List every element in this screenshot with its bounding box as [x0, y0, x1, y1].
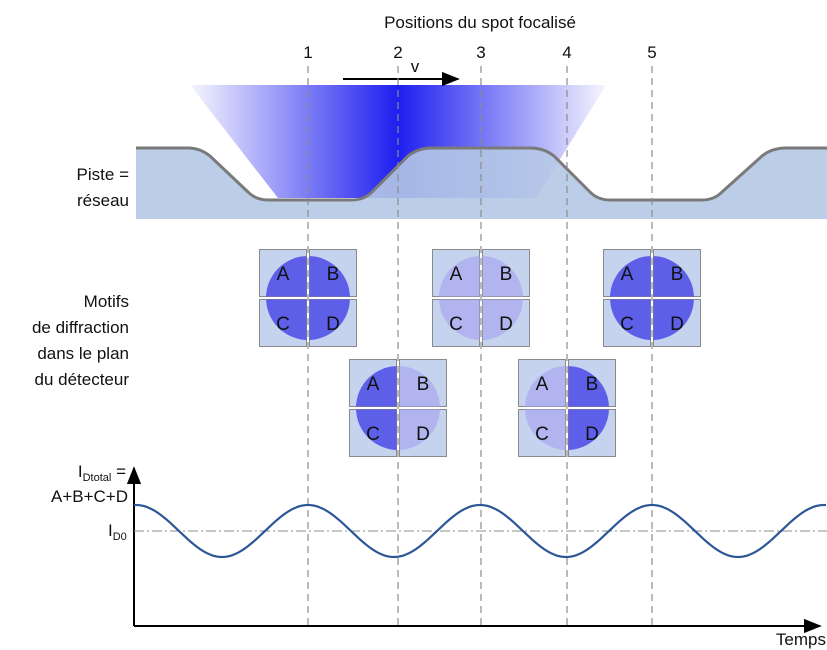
position-numbers: 1 2 3 4 5: [303, 43, 656, 62]
quadrant-label: B: [417, 374, 430, 395]
track-label-line2: réseau: [77, 191, 129, 210]
patterns-label-line1: Motifs: [84, 292, 129, 311]
position-number: 1: [303, 43, 312, 62]
quadrant-label: B: [671, 264, 684, 285]
y-axis-label: IDtotal =: [78, 462, 126, 484]
quadrant-label: B: [500, 264, 513, 285]
quadrant-label: D: [326, 314, 340, 335]
quadrant-label: C: [276, 314, 290, 335]
diffraction-pattern: A B C D: [349, 359, 447, 457]
track-label-line1: Piste =: [77, 165, 130, 184]
quadrant-label: A: [536, 374, 549, 395]
position-guides: [307, 66, 653, 625]
quadrant-label: D: [416, 424, 430, 445]
quadrant-label: C: [620, 314, 634, 335]
y-label-sub: Dtotal: [83, 472, 112, 484]
ref-label-main: I: [108, 521, 113, 540]
quadrant-label: C: [366, 424, 380, 445]
patterns-label-line2: de diffraction: [32, 318, 129, 337]
signal-curve: [133, 503, 827, 559]
quadrant-label: D: [499, 314, 513, 335]
quadrant-label: D: [585, 424, 599, 445]
y-label-main: I: [78, 462, 83, 481]
y-label-eq: =: [111, 462, 126, 481]
diffraction-pattern: A B C D: [603, 249, 701, 347]
ref-label-sub: D0: [113, 531, 127, 543]
diffraction-pattern: A B C D: [432, 249, 530, 347]
quadrant-label: A: [621, 264, 634, 285]
quadrant-label: C: [535, 424, 549, 445]
quadrant-label: A: [450, 264, 463, 285]
quadrant-label: A: [367, 374, 380, 395]
x-axis-label: Temps: [776, 630, 826, 649]
patterns-label-line3: dans le plan: [37, 344, 129, 363]
patterns-label-line4: du détecteur: [34, 370, 129, 389]
position-number: 3: [476, 43, 485, 62]
diffraction-pattern: A B C D: [259, 249, 357, 347]
velocity-label: v: [411, 57, 420, 76]
position-number: 5: [647, 43, 656, 62]
position-number: 4: [562, 43, 571, 62]
quadrant-label: A: [277, 264, 290, 285]
quadrant-label: B: [586, 374, 599, 395]
track-edge: [136, 146, 827, 202]
positions-title: Positions du spot focalisé: [384, 13, 576, 32]
diffraction-pattern: A B C D: [518, 359, 616, 457]
quadrant-label: B: [327, 264, 340, 285]
y-axis-label-line2: A+B+C+D: [51, 487, 128, 506]
position-number: 2: [393, 43, 402, 62]
quadrant-label: C: [449, 314, 463, 335]
quadrant-label: D: [670, 314, 684, 335]
diffraction-patterns: A B C D A B C D A B C D A B C D A B C D: [259, 249, 701, 457]
reference-level-label: ID0: [108, 521, 127, 543]
